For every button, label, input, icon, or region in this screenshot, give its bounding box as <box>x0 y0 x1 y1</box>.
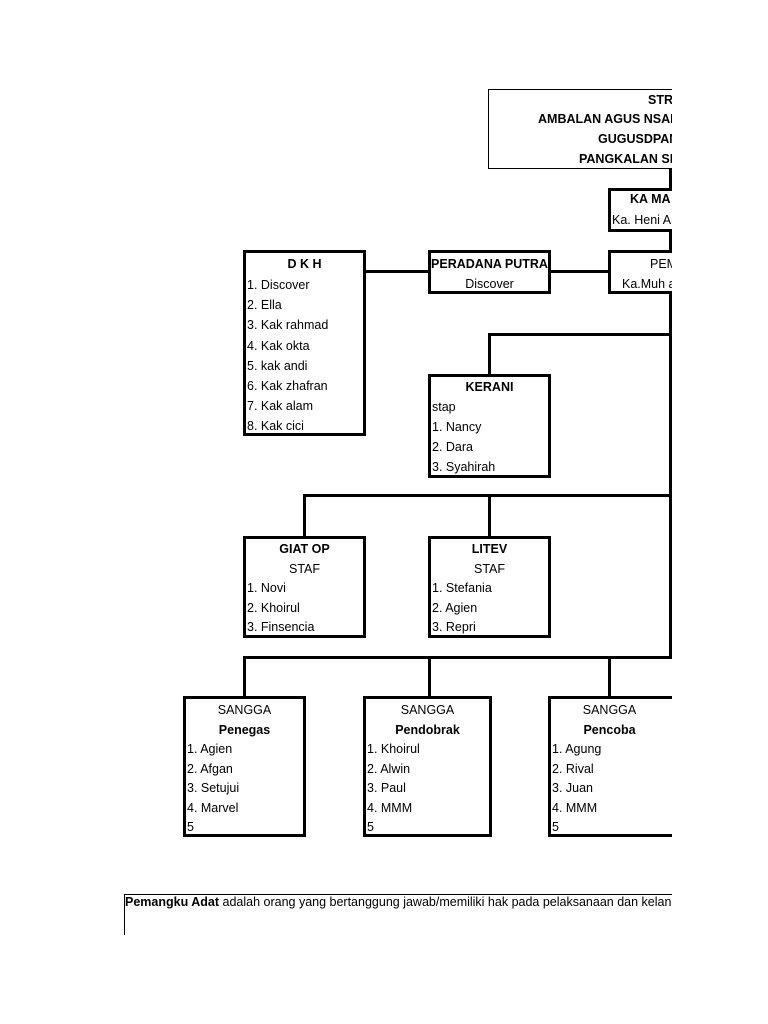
pem-box: PEM Ka.Muh a <box>608 250 672 294</box>
member-item: 2. Afgan <box>187 761 233 776</box>
footer-term: Pemangku Adat <box>125 895 220 909</box>
sangga-penegas-name: Penegas <box>218 723 271 737</box>
member-item: 4. MMM <box>552 800 598 815</box>
member-item: 1. Khoirul <box>367 742 420 756</box>
member-item: 1. Agung <box>552 742 602 756</box>
giatop-title: GIAT OP <box>279 542 330 556</box>
connector-kerani-drop <box>488 333 491 376</box>
title-box: STRU AMBALAN AGUS NSALI GUGUSDPAN PANGKA… <box>488 89 672 169</box>
member-item: 3. Setujui <box>187 781 240 796</box>
litev-subtitle: STAF <box>473 562 506 576</box>
member-item: 5 <box>552 820 559 835</box>
connector-dkh-peradana <box>364 270 430 273</box>
member-item: 3. Juan <box>552 781 594 796</box>
org-chart: STRU AMBALAN AGUS NSALI GUGUSDPAN PANGKA… <box>124 89 672 935</box>
sangga-pencoba-name: Pencoba <box>583 723 636 737</box>
member-item: 3. Repri <box>432 620 476 635</box>
kerani-subtitle: stap <box>432 400 456 414</box>
connector-penegas-drop <box>243 656 246 698</box>
member-item: 6. Kak zhafran <box>247 379 328 393</box>
connector-kerani-branch <box>488 333 672 336</box>
kerani-title: KERANI <box>465 380 514 394</box>
litev-title: LITEV <box>471 542 508 556</box>
member-item: 2. Ella <box>247 298 282 313</box>
sangga-pencoba-box: SANGGA Pencoba 1. Agung 2. Rival 3. Juan 4.… <box>548 696 672 837</box>
ka-subtitle: Ka. Heni Ap <box>612 213 672 227</box>
ka-box: KA MA Ka. Heni Ap <box>608 188 672 232</box>
giatop-box: GIAT OP STAF 1. Novi 2. Khoirul 3. Finsenc… <box>243 536 366 638</box>
dkh-box: D K H 1. Discover 2. Ella 3. Kak rahmad 4. … <box>243 250 366 436</box>
connector-ka-pem <box>669 230 672 252</box>
connector-staf-branch <box>303 494 672 497</box>
footer-definition: adalah orang yang bertanggung jawab/memi… <box>219 895 672 909</box>
member-item: 4. Marvel <box>187 800 239 815</box>
member-item: 2. Alwin <box>367 761 411 776</box>
sangga-pencoba-title: SANGGA <box>582 703 637 717</box>
connector-peradana-pem <box>549 270 611 273</box>
member-item: 3. Syahirah <box>432 460 496 474</box>
sangga-penegas-box: SANGGA Penegas 1. Agien 2. Afgan 3. Setuju… <box>183 696 306 837</box>
member-item: 3. Kak rahmad <box>247 318 329 333</box>
pem-title: PEM <box>650 257 672 271</box>
connector-title-ka <box>669 168 672 190</box>
sangga-pendobrak-name: Pendobrak <box>395 723 460 737</box>
title-line-4: PANGKALAN SM <box>579 152 672 166</box>
member-item: 3. Paul <box>367 781 406 796</box>
peradana-box: PERADANA PUTRA Discover <box>428 250 551 294</box>
member-item: 4. Kak okta <box>247 338 310 353</box>
title-line-3: GUGUSDPAN <box>598 132 672 146</box>
member-item: 1. Discover <box>247 278 310 292</box>
connector-litev-drop <box>488 494 491 538</box>
pem-subtitle: Ka.Muh a <box>622 277 672 291</box>
connector-spine <box>669 292 672 659</box>
sangga-pendobrak-box: SANGGA Pendobrak 1. Khoirul 2. Alwin 3. Pa… <box>363 696 492 837</box>
member-item: 2. Agien <box>432 600 478 615</box>
member-item: 5 <box>187 820 194 835</box>
sangga-penegas-title: SANGGA <box>217 703 272 717</box>
member-item: 1. Stefania <box>432 581 492 595</box>
member-item: 2. Dara <box>432 440 473 454</box>
title-line-1: STRU <box>648 93 672 107</box>
connector-pendobrak-drop <box>428 656 431 698</box>
member-item: 4. MMM <box>367 800 413 815</box>
footer-note: Pemangku Adat adalah orang yang bertangg… <box>124 894 672 935</box>
member-item: 3. Finsencia <box>247 620 315 635</box>
member-item: 5. kak andi <box>247 358 308 373</box>
peradana-subtitle: Discover <box>465 277 514 291</box>
connector-giatop-drop <box>303 494 306 538</box>
title-line-2: AMBALAN AGUS NSALI <box>538 112 672 126</box>
member-item: 1. Agien <box>187 742 233 756</box>
connector-sangga-branch <box>243 656 672 659</box>
member-item: 1. Nancy <box>432 420 482 434</box>
member-item: 7. Kak alam <box>247 399 314 414</box>
dkh-title: D K H <box>287 257 322 271</box>
giatop-subtitle: STAF <box>288 562 321 576</box>
connector-pencoba-drop <box>608 656 611 698</box>
litev-box: LITEV STAF 1. Stefania 2. Agien 3. Repri <box>428 536 551 638</box>
kerani-box: KERANI stap 1. Nancy 2. Dara 3. Syahirah <box>428 374 551 478</box>
member-item: 2. Khoirul <box>247 600 300 615</box>
member-item: 2. Rival <box>552 761 594 776</box>
member-item: 1. Novi <box>247 581 286 595</box>
ka-title: KA MA <box>630 192 671 206</box>
member-item: 5 <box>367 820 374 835</box>
sangga-pendobrak-title: SANGGA <box>400 703 455 717</box>
peradana-title: PERADANA PUTRA <box>431 257 548 271</box>
member-item: 8. Kak cici <box>247 419 304 434</box>
